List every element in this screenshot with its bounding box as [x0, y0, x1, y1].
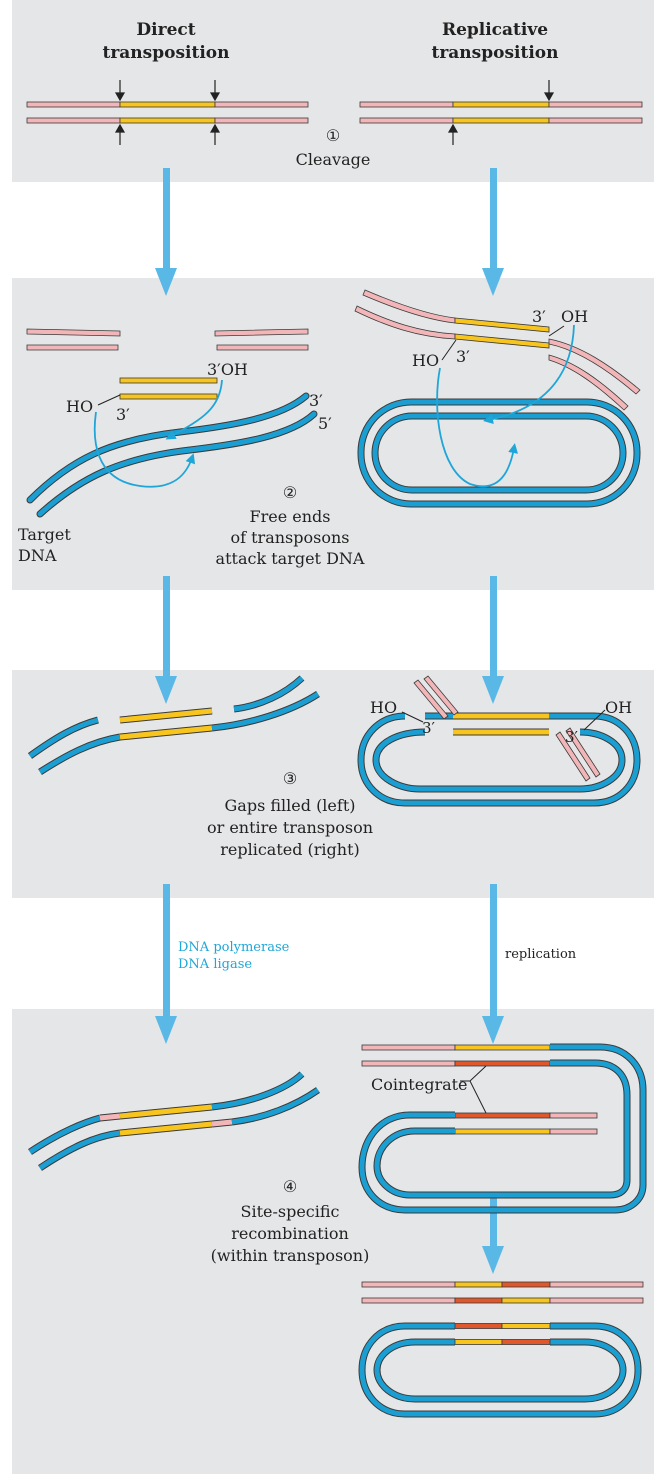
- step-2-line2: of transposons: [230, 528, 349, 547]
- panel-step-3: [12, 670, 654, 898]
- label-target-dna-2: DNA: [18, 546, 57, 565]
- step-3-line2: or entire transposon: [207, 818, 373, 837]
- label-3prime-step3-right: 3′: [565, 728, 579, 746]
- step-2-line1: Free ends: [250, 507, 331, 526]
- label-ho-left: HO: [66, 397, 93, 416]
- label-3prime-left: 3′: [116, 405, 130, 424]
- header-replicative-line1: Replicative: [442, 20, 548, 40]
- step-4-line1: Site-specific: [240, 1202, 339, 1221]
- step-3-number: ③: [283, 769, 297, 788]
- label-3prime-target: 3′: [309, 391, 323, 410]
- label-3prime-right: 3′: [456, 347, 470, 366]
- step-2-number: ②: [283, 483, 297, 502]
- replication-label: replication: [505, 947, 577, 962]
- label-oh-right-top: OH: [561, 307, 588, 326]
- label-3oh-left: 3′OH: [207, 360, 248, 379]
- step-3-line1: Gaps filled (left): [225, 796, 356, 815]
- header-direct-line2: transposition: [102, 43, 229, 63]
- step-4-line2: recombination: [231, 1224, 349, 1243]
- enzyme-label-1: DNA polymerase: [178, 940, 290, 955]
- label-3prime-step3-left: 3′: [422, 719, 436, 737]
- enzyme-label-2: DNA ligase: [178, 957, 252, 972]
- step-3-line3: replicated (right): [220, 840, 360, 859]
- step-1-number: ①: [326, 126, 340, 145]
- label-target-dna-1: Target: [18, 525, 71, 544]
- step-2-line3: attack target DNA: [216, 549, 365, 568]
- label-ho-right: HO: [412, 351, 439, 370]
- header-replicative-line2: transposition: [431, 43, 558, 63]
- step-4-number: ④: [283, 1177, 297, 1196]
- step-1-label: Cleavage: [296, 150, 371, 169]
- step-4-line3: (within transposon): [211, 1246, 370, 1265]
- label-cointegrate: Cointegrate: [371, 1075, 468, 1094]
- header-direct-line1: Direct: [136, 20, 195, 40]
- label-oh-step3: OH: [605, 698, 632, 717]
- label-5prime-target: 5′: [318, 414, 332, 433]
- label-3prime-right-top: 3′: [532, 307, 546, 326]
- label-ho-step3: HO: [370, 698, 397, 717]
